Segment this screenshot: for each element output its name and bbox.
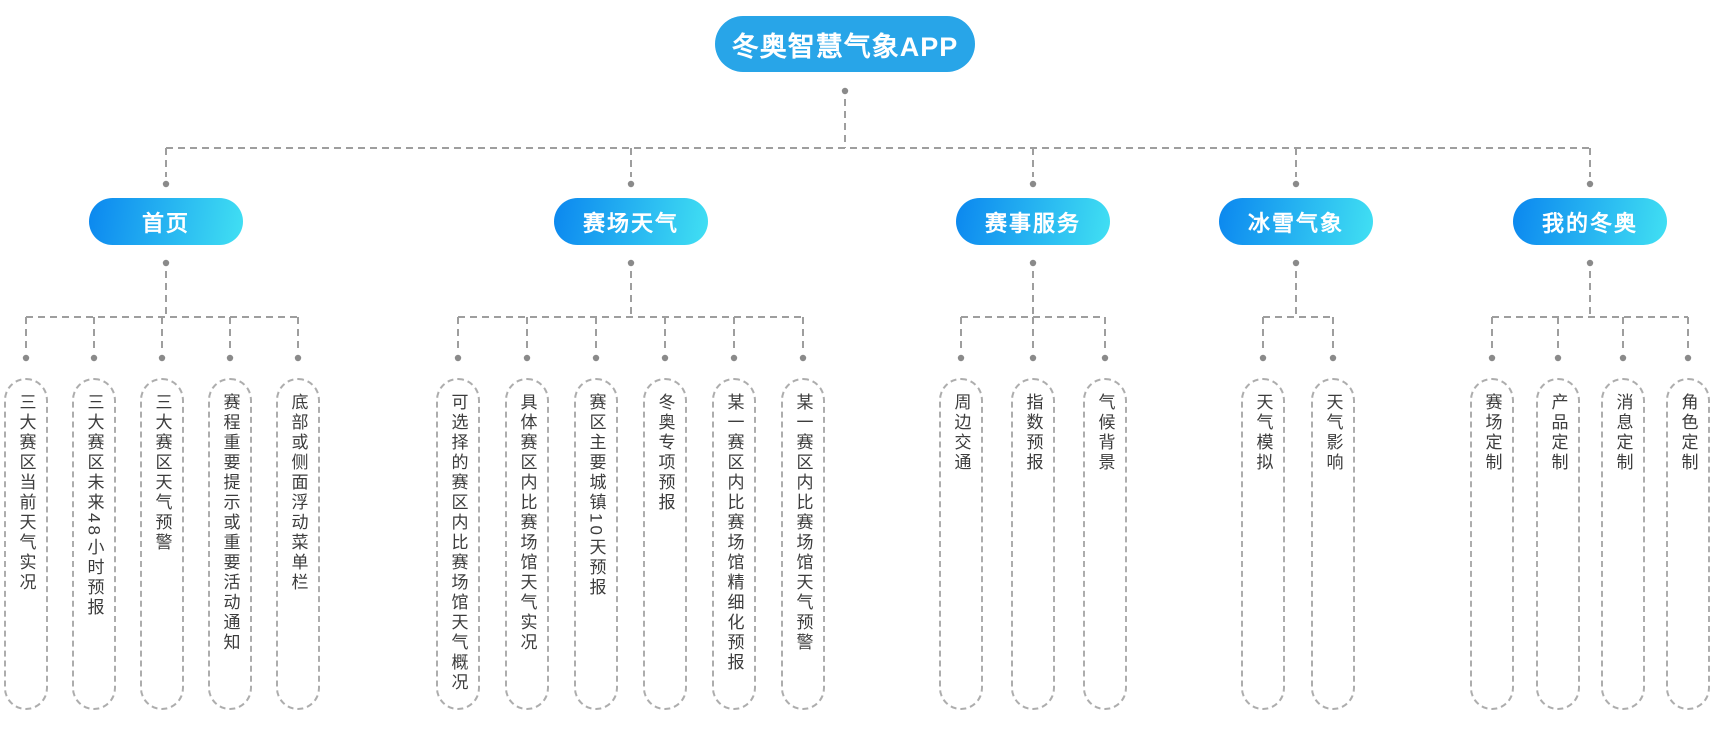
leaf-node[interactable]: 周边交通 <box>939 378 983 710</box>
leaf-node-label: 气候背景 <box>1095 393 1115 473</box>
leaf-node-label: 底部或侧面浮动菜单栏 <box>288 393 308 593</box>
leaf-node-label: 赛场定制 <box>1482 393 1502 473</box>
leaf-node-label: 天气模拟 <box>1253 393 1273 473</box>
leaf-node[interactable]: 指数预报 <box>1011 378 1055 710</box>
leaf-node[interactable]: 某一赛区内比赛场馆天气预警 <box>781 378 825 710</box>
leaf-node-label: 赛程重要提示或重要活动通知 <box>220 393 240 653</box>
leaf-node-label: 冬奥专项预报 <box>655 393 675 513</box>
leaf-node-label: 某一赛区内比赛场馆精细化预报 <box>724 393 744 673</box>
leaf-node-label: 天气影响 <box>1323 393 1343 473</box>
branch-node-label: 首页 <box>141 210 190 236</box>
leaf-node[interactable]: 角色定制 <box>1666 378 1710 710</box>
leaf-node-label: 可选择的赛区内比赛场馆天气概况 <box>448 393 468 693</box>
leaf-node[interactable]: 天气模拟 <box>1241 378 1285 710</box>
leaf-node-label: 周边交通 <box>951 393 971 473</box>
leaf-node-label: 具体赛区内比赛场馆天气实况 <box>517 393 537 653</box>
leaf-node[interactable]: 三大赛区未来48小时预报 <box>72 378 116 710</box>
leaf-node[interactable]: 赛区主要城镇10天预报 <box>574 378 618 710</box>
leaf-node[interactable]: 赛场定制 <box>1470 378 1514 710</box>
branch-node-label: 我的冬奥 <box>1541 210 1638 236</box>
root-node[interactable]: 冬奥智慧气象APP <box>715 16 975 72</box>
leaf-node[interactable]: 三大赛区当前天气实况 <box>4 378 48 710</box>
leaf-node[interactable]: 底部或侧面浮动菜单栏 <box>276 378 320 710</box>
leaf-node[interactable]: 产品定制 <box>1536 378 1580 710</box>
leaf-node-label: 指数预报 <box>1023 393 1043 473</box>
branch-node-label: 冰雪气象 <box>1247 210 1344 236</box>
branch-node-ice-snow-weather[interactable]: 冰雪气象 <box>1219 198 1373 245</box>
leaf-node[interactable]: 具体赛区内比赛场馆天气实况 <box>505 378 549 710</box>
leaf-node-label: 三大赛区未来48小时预报 <box>84 393 104 618</box>
branch-node-my-winter-olympics[interactable]: 我的冬奥 <box>1513 198 1667 245</box>
leaf-node-label: 消息定制 <box>1613 393 1633 473</box>
leaf-node[interactable]: 可选择的赛区内比赛场馆天气概况 <box>436 378 480 710</box>
leaf-node[interactable]: 天气影响 <box>1311 378 1355 710</box>
leaf-node[interactable]: 赛程重要提示或重要活动通知 <box>208 378 252 710</box>
branch-node-venue-weather[interactable]: 赛场天气 <box>554 198 708 245</box>
leaf-node-label: 某一赛区内比赛场馆天气预警 <box>793 393 813 653</box>
leaf-node[interactable]: 冬奥专项预报 <box>643 378 687 710</box>
leaf-node[interactable]: 某一赛区内比赛场馆精细化预报 <box>712 378 756 710</box>
leaf-node[interactable]: 消息定制 <box>1601 378 1645 710</box>
branch-node-event-services[interactable]: 赛事服务 <box>956 198 1110 245</box>
branch-node-label: 赛事服务 <box>984 210 1081 236</box>
root-node-label: 冬奥智慧气象APP <box>731 31 959 62</box>
branch-node-home[interactable]: 首页 <box>89 198 243 245</box>
leaf-node[interactable]: 气候背景 <box>1083 378 1127 710</box>
leaf-node[interactable]: 三大赛区天气预警 <box>140 378 184 710</box>
leaf-node-label: 产品定制 <box>1548 393 1568 473</box>
leaf-node-label: 赛区主要城镇10天预报 <box>586 393 606 598</box>
leaf-node-label: 三大赛区天气预警 <box>152 393 172 553</box>
leaf-node-label: 三大赛区当前天气实况 <box>16 393 36 593</box>
leaf-node-label: 角色定制 <box>1678 393 1698 473</box>
branch-node-label: 赛场天气 <box>582 210 679 236</box>
